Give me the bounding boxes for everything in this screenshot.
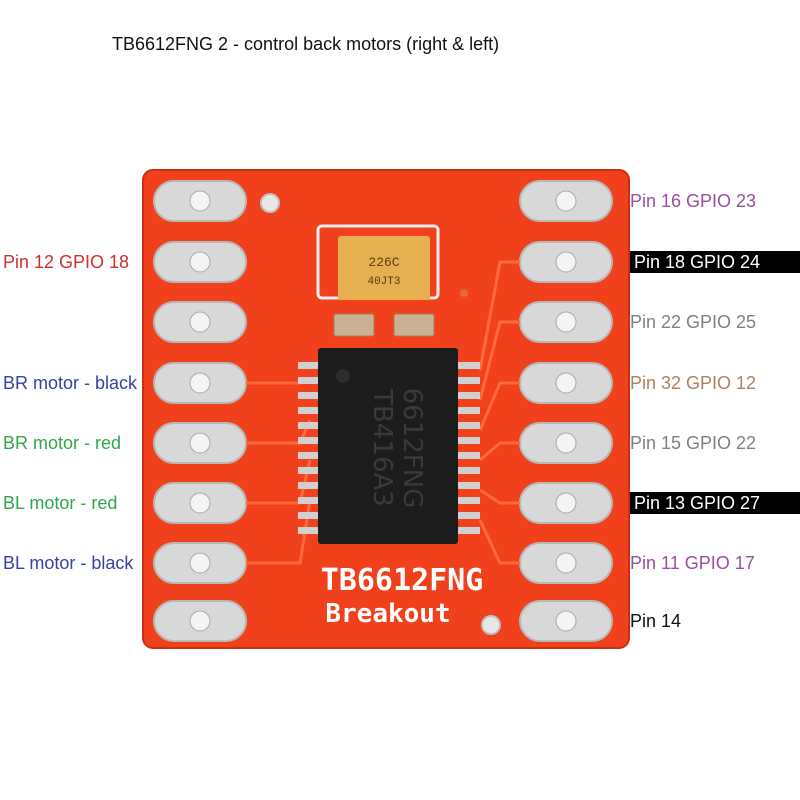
right-pad-5-hole [556,433,576,453]
chip-pin [298,377,320,384]
chip-pin1-mark [336,369,350,383]
left-pad-3-hole [190,312,210,332]
right-pin-label: Pin 16 GPIO 23 [630,190,756,212]
chip-pin [298,512,320,519]
left-pad-8-hole [190,611,210,631]
chip-pin [298,497,320,504]
chip-pin [298,482,320,489]
right-pin-label: Pin 11 GPIO 17 [630,552,755,574]
chip-pin [458,377,480,384]
chip-pin [298,437,320,444]
right-pad-8-hole [556,611,576,631]
capacitor-marking-2: 40JT3 [367,276,400,288]
chip-pin [298,392,320,399]
left-pad-5-hole [190,433,210,453]
chip-pin [458,452,480,459]
resistor-right [394,314,434,336]
right-pin-label: Pin 15 GPIO 22 [630,432,756,454]
chip-pin [458,482,480,489]
chip-pin [458,392,480,399]
chip-pin [298,467,320,474]
capacitor-marking-1: 226C [368,255,399,270]
board-name: TB6612FNG [321,563,484,598]
left-pad-6-hole [190,493,210,513]
left-pad-2-hole [190,252,210,272]
chip-pin [458,467,480,474]
left-pad-1-hole [190,191,210,211]
chip-marking-2: 6612FNG [397,388,427,509]
mounting-hole-bottom [482,616,500,634]
right-pad-7-hole [556,553,576,573]
right-pin-label: Pin 32 GPIO 12 [630,372,756,394]
chip-pin [298,452,320,459]
right-pin-label: Pin 18 GPIO 24 [630,251,800,273]
left-pin-label: Pin 12 GPIO 18 [3,251,129,273]
right-pad-3-hole [556,312,576,332]
chip-pin [298,407,320,414]
left-pad-4-hole [190,373,210,393]
chip-pin [458,527,480,534]
left-pin-label: BR motor - black [3,372,137,394]
right-pad-6-hole [556,493,576,513]
right-pin-label: Pin 14 [630,610,681,632]
right-pad-1-hole [556,191,576,211]
chip-pin [298,362,320,369]
chip-pin [458,422,480,429]
chip-pin [458,497,480,504]
right-pad-4-hole [556,373,576,393]
resistor-left [334,314,374,336]
via-dot [460,289,468,297]
left-pad-7-hole [190,553,210,573]
right-pin-label: Pin 22 GPIO 25 [630,311,756,333]
mounting-hole-top [261,194,279,212]
chip-pin [458,407,480,414]
chip-pin [298,527,320,534]
right-pad-2-hole [556,252,576,272]
left-pin-label: BL motor - black [3,552,133,574]
chip-pin [298,422,320,429]
chip-marking-1: TB416A3 [367,388,397,507]
left-pin-label: BL motor - red [3,492,117,514]
left-pin-label: BR motor - red [3,432,121,454]
right-pin-label: Pin 13 GPIO 27 [630,492,800,514]
board-subtitle: Breakout [325,599,450,629]
chip-pin [458,362,480,369]
chip-pin [458,437,480,444]
chip-pin [458,512,480,519]
